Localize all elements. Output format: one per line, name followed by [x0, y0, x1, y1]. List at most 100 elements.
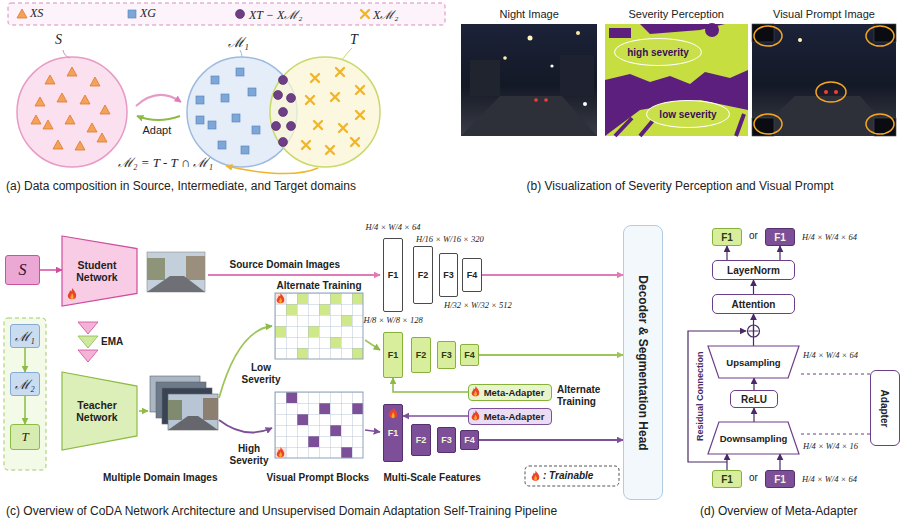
node-text: Teacher Network: [66, 399, 128, 423]
legend-frame: [8, 3, 445, 25]
node-text: F1: [388, 350, 399, 360]
adapt-arrows: [136, 95, 181, 120]
layer-box: ReLU: [730, 390, 778, 408]
feature-block: F1: [383, 238, 403, 312]
flow-label: Multi-Scale Features: [384, 472, 481, 484]
leader-line: [342, 48, 352, 60]
dimension: H/4 × W/4 × 16: [803, 441, 858, 451]
network-block: Teacher Network: [62, 372, 137, 450]
flow-label: Visual Prompt Blocks: [267, 472, 370, 484]
node-text: Adapter: [880, 389, 891, 427]
dimension: H/16 × W/16 × 320: [416, 234, 484, 244]
domain-circles: [339, 124, 347, 132]
domain-circles: [31, 115, 41, 124]
node-text: high severity: [627, 47, 689, 58]
severity-oval: low severity: [646, 100, 730, 128]
visual-prompt-image: [798, 38, 802, 42]
prompt-grid: [275, 293, 363, 359]
domain-circles: [287, 122, 296, 131]
adapt-arrows: [137, 116, 180, 120]
image-title: Night Image: [500, 8, 559, 21]
adapter-box: Meta-Adapter: [468, 408, 552, 425]
prompt-grid: [275, 392, 363, 458]
shape-outline: [62, 236, 137, 306]
domain-circles: [236, 68, 244, 76]
domain-image-stack: [139, 376, 218, 430]
dimension: H/4 × W/4 × 64: [366, 222, 421, 232]
visual-prompt-image: [754, 26, 894, 134]
feature-block: F1: [383, 404, 403, 462]
night-image: [461, 24, 597, 136]
legend-frame: [8, 3, 445, 25]
decoder-box: Decoder & Segmentation Head: [623, 225, 663, 500]
arrow-label: Adapt: [143, 124, 172, 137]
feature-block: F4: [460, 430, 479, 450]
domain-circles: [87, 123, 97, 132]
domain-circles: [187, 57, 297, 167]
source-thumbnail: [147, 276, 205, 292]
night-image: [534, 98, 538, 102]
shape-outline: [708, 422, 799, 454]
shape-outline: [708, 346, 799, 378]
connector: [799, 434, 870, 435]
connector: [40, 269, 62, 271]
feature-block: F1: [712, 470, 742, 488]
node-text: F2: [416, 350, 427, 360]
connector: [393, 378, 468, 392]
legend-frame: [236, 10, 245, 19]
node-text: F2: [416, 435, 427, 445]
node-text: F1: [721, 232, 733, 243]
grid-to-feature-arrow: [365, 340, 380, 350]
trainable-icon: [472, 386, 480, 396]
node-text: Decoder & Segmentation Head: [636, 275, 650, 450]
feature-block: F3: [437, 341, 456, 369]
night-image: [583, 102, 587, 106]
domain-circles: [57, 93, 67, 102]
domain-circles: [67, 67, 77, 76]
domain-circles: [196, 96, 204, 104]
domain-box: T: [10, 424, 40, 450]
domain-circles: [279, 76, 288, 85]
connector: [753, 378, 754, 390]
node-text: F3: [441, 350, 452, 360]
connector: [479, 354, 623, 356]
layer-trapezoid: Upsampling: [708, 346, 799, 378]
trainable-frame: [525, 466, 619, 486]
flow-label: Alternate Training: [277, 280, 362, 292]
visual-prompt-image: [834, 90, 838, 94]
connection-label: Residual Connection: [695, 351, 705, 441]
flow-label: EMA: [101, 336, 123, 348]
feature-block: F4: [460, 344, 479, 366]
node-text: Attention: [732, 299, 776, 310]
domain-circles: [75, 141, 85, 150]
domain-circles: [208, 121, 216, 129]
connector: [779, 454, 780, 470]
severity-map: [605, 100, 748, 136]
source-thumbnail: [147, 258, 165, 280]
severity-map: [705, 23, 719, 37]
leader-line: [63, 50, 70, 58]
node-text: F1: [774, 474, 786, 485]
legend-text: Xℳ₂: [373, 6, 399, 23]
severity-map: [605, 23, 748, 136]
severity-map: [605, 24, 748, 84]
visual-prompt-image: [866, 26, 894, 46]
connector: [726, 246, 727, 260]
domain-circles: [314, 121, 322, 129]
domain-circles: [196, 116, 204, 124]
feature-block: F3: [439, 253, 458, 297]
panel-caption: (b) Visualization of Severity Perception…: [527, 180, 834, 194]
visual-prompt-image: [816, 82, 846, 102]
panel-caption: (a) Data composition in Source, Intermed…: [6, 180, 356, 194]
shape-outline: [62, 372, 137, 450]
grid-to-feature-arrow: [365, 430, 380, 432]
night-image: [544, 98, 548, 102]
ema-symbol: [78, 322, 98, 362]
trainable-icon: [472, 410, 480, 420]
ema-symbol: [78, 336, 98, 348]
legend-frame: [17, 9, 27, 18]
severity-routes: [219, 420, 272, 433]
source-arrow: [208, 275, 380, 276]
domain-circles: [248, 88, 256, 96]
